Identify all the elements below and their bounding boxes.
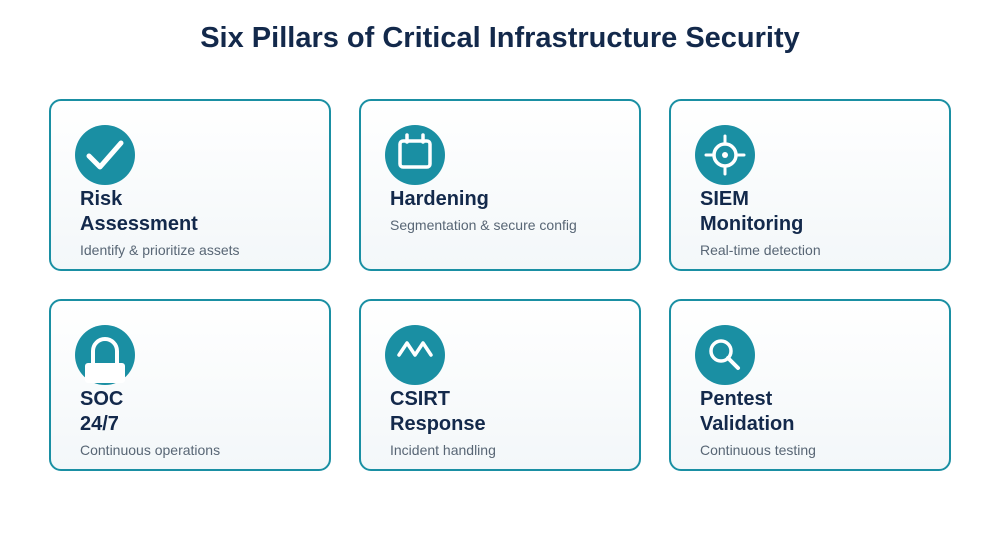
pillar-card-risk-assessment: Risk Assessment Identify & prioritize as… — [49, 99, 331, 271]
magnifier-icon — [695, 325, 755, 385]
pulse-wave-icon — [385, 325, 445, 385]
pillar-title: CSIRT Response — [390, 387, 620, 437]
pillar-title-line-1: Risk — [80, 188, 123, 210]
pillar-description: Continuous operations — [80, 442, 221, 458]
pillar-description: Identify & prioritize assets — [80, 242, 240, 258]
pillar-description: Continuous testing — [700, 442, 816, 458]
checkmark-icon — [75, 125, 135, 185]
lock-icon — [75, 325, 135, 385]
pillar-title: Pentest Validation — [700, 387, 930, 437]
pillar-title-line-2: Assessment — [80, 213, 198, 235]
pillar-title: SIEM Monitoring — [700, 187, 930, 237]
pillar-card-hardening: Hardening Segmentation & secure config — [359, 99, 641, 271]
pillar-title-line-2: 24/7 — [80, 413, 119, 435]
pillar-title: Hardening — [390, 187, 620, 212]
pillar-title-line-2: Response — [390, 413, 486, 435]
crosshair-icon — [695, 125, 755, 185]
diagram-title: Six Pillars of Critical Infrastructure S… — [200, 22, 800, 54]
pillar-title-line-1: CSIRT — [390, 388, 450, 410]
pillar-title-line-1: Hardening — [390, 188, 489, 210]
pillar-card-soc: SOC 24/7 Continuous operations — [49, 299, 331, 471]
pillar-title-line-2: Monitoring — [700, 213, 804, 235]
calendar-icon — [385, 125, 445, 185]
pillar-title-line-1: SIEM — [700, 188, 749, 210]
pillar-description: Incident handling — [390, 442, 496, 458]
pillar-description: Real-time detection — [700, 242, 821, 258]
pillar-description: Segmentation & secure config — [390, 217, 577, 233]
pillar-title: Risk Assessment — [80, 187, 310, 237]
pillar-title: SOC 24/7 — [80, 387, 310, 437]
pillar-card-siem-monitoring: SIEM Monitoring Real-time detection — [669, 99, 951, 271]
pillar-title-line-1: Pentest — [700, 388, 773, 410]
pillar-card-pentest-validation: Pentest Validation Continuous testing — [669, 299, 951, 471]
pillar-title-line-2: Validation — [700, 413, 795, 435]
pillar-card-csirt-response: CSIRT Response Incident handling — [359, 299, 641, 471]
pillar-title-line-1: SOC — [80, 388, 124, 410]
